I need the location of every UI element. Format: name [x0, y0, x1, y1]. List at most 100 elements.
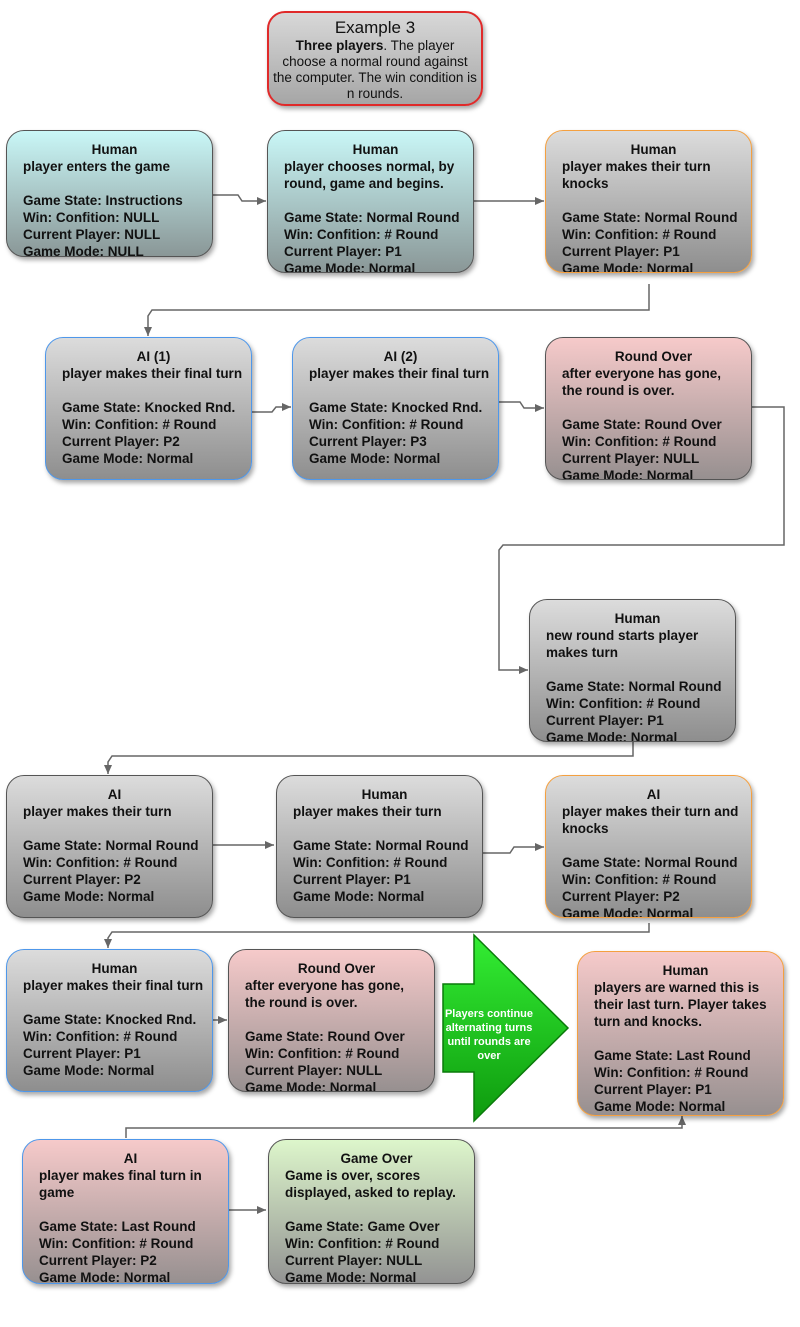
- node-game-mode: Game Mode: Normal: [245, 1079, 428, 1092]
- intro-heading: Example 3: [334, 18, 416, 37]
- node-current-player: Current Player: P1: [23, 1045, 206, 1062]
- node-win-condition: Win: Confition: # Round: [284, 226, 467, 243]
- game-mode-label: Game Mode:: [245, 1080, 330, 1092]
- node-description: after everyone has gone, the round is ov…: [245, 978, 405, 1010]
- node-current-player: Current Player: P2: [62, 433, 245, 450]
- win-condition-value: # Round: [385, 1236, 440, 1251]
- node-description: player makes their final turn: [62, 366, 243, 381]
- current-player-label: Current Player:: [284, 244, 386, 259]
- current-player-label: Current Player:: [293, 872, 395, 887]
- game-mode-label: Game Mode:: [309, 451, 394, 466]
- node-win-condition: Win: Confition: # Round: [39, 1235, 222, 1252]
- connector: [482, 843, 544, 854]
- game-state-label: Game State:: [284, 210, 367, 225]
- game-state-value: Round Over: [327, 1029, 405, 1044]
- connector: [213, 194, 266, 205]
- current-player-label: Current Player:: [285, 1253, 387, 1268]
- node-description: player makes their turn and knocks: [562, 804, 739, 836]
- game-state-label: Game State:: [562, 855, 645, 870]
- node-description: player makes their turn: [293, 804, 442, 819]
- current-player-label: Current Player:: [594, 1082, 696, 1097]
- node-game-state: Game State: Normal Round: [23, 837, 206, 854]
- current-player-value: NULL: [386, 1253, 423, 1268]
- node-spacer: [39, 1201, 222, 1218]
- node-game-mode: Game Mode: Normal: [23, 888, 206, 905]
- node-spacer: [562, 837, 745, 854]
- node-description: players are warned this is their last tu…: [594, 980, 767, 1029]
- node-description: Game is over, scores displayed, asked to…: [285, 1168, 456, 1200]
- current-player-value: P1: [695, 1082, 712, 1097]
- node-game-state: Game State: Knocked Rnd.: [23, 1011, 206, 1028]
- node-current-player: Current Player: NULL: [285, 1252, 468, 1269]
- win-condition-label: Win: Confition:: [284, 227, 385, 242]
- node-current-player: Current Player: NULL: [23, 226, 206, 243]
- win-condition-value: # Round: [393, 855, 448, 870]
- current-player-label: Current Player:: [23, 1046, 125, 1061]
- node-title: AI: [107, 787, 122, 802]
- game-state-value: Normal Round: [105, 838, 199, 853]
- node-game-state: Game State: Last Round: [39, 1218, 222, 1235]
- game-state-value: Knocked Rnd.: [105, 1012, 197, 1027]
- node-description: player makes their final turn: [23, 978, 204, 993]
- node-description: player makes their turn knocks: [562, 159, 711, 191]
- node-current-player: Current Player: P2: [23, 871, 206, 888]
- node-spacer: [23, 994, 206, 1011]
- win-condition-label: Win: Confition:: [23, 210, 124, 225]
- game-mode-label: Game Mode:: [39, 1270, 124, 1284]
- node-description: new round starts player makes turn: [546, 628, 699, 660]
- win-condition-value: # Round: [646, 696, 701, 711]
- game-mode-label: Game Mode:: [293, 889, 378, 904]
- current-player-value: NULL: [124, 227, 161, 242]
- node-game-state: Game State: Knocked Rnd.: [62, 399, 245, 416]
- node-spacer: [62, 382, 245, 399]
- node-spacer: [23, 175, 206, 192]
- current-player-value: P1: [394, 872, 411, 887]
- node-spacer: [293, 820, 476, 837]
- current-player-value: NULL: [663, 451, 700, 466]
- node-title: Human: [352, 142, 399, 157]
- node-title: AI: [123, 1151, 138, 1166]
- node-current-player: Current Player: NULL: [245, 1062, 428, 1079]
- intro-bold: Three players: [295, 38, 384, 53]
- node-title: Human: [662, 963, 709, 978]
- current-player-label: Current Player:: [23, 872, 125, 887]
- node-spacer: [546, 661, 729, 678]
- connector: [498, 401, 544, 412]
- node-game-mode: Game Mode: Normal: [62, 450, 245, 467]
- node-description: player makes final turn in game: [39, 1168, 202, 1200]
- node-game-state: Game State: Last Round: [594, 1047, 777, 1064]
- game-state-label: Game State:: [546, 679, 629, 694]
- node-spacer: [594, 1030, 777, 1047]
- node-spacer: [245, 1011, 428, 1028]
- node-game-mode: Game Mode: Normal: [546, 729, 729, 741]
- node-current-player: Current Player: P1: [546, 712, 729, 729]
- win-condition-label: Win: Confition:: [594, 1065, 695, 1080]
- connector: [104, 742, 634, 774]
- game-mode-value: Normal: [123, 1270, 171, 1284]
- game-state-label: Game State:: [285, 1219, 368, 1234]
- node-title: Human: [361, 787, 408, 802]
- current-player-value: NULL: [346, 1063, 383, 1078]
- node-game-state: Game State: Round Over: [562, 416, 745, 433]
- game-state-label: Game State:: [562, 417, 645, 432]
- node-description: after everyone has gone, the round is ov…: [562, 366, 722, 398]
- current-player-label: Current Player:: [245, 1063, 347, 1078]
- current-player-label: Current Player:: [309, 434, 411, 449]
- node-win-condition: Win: Confition: # Round: [285, 1235, 468, 1252]
- node-description: player makes their final turn: [309, 366, 490, 381]
- node-spacer: [309, 382, 492, 399]
- node-current-player: Current Player: P3: [309, 433, 492, 450]
- node-game-mode: Game Mode: Normal: [285, 1269, 468, 1283]
- game-state-value: Normal Round: [366, 210, 460, 225]
- node-description: player enters the game: [23, 159, 171, 174]
- node-title: Human: [91, 961, 138, 976]
- current-player-value: P2: [663, 889, 680, 904]
- win-condition-label: Win: Confition:: [245, 1046, 346, 1061]
- current-player-value: P2: [140, 1253, 157, 1268]
